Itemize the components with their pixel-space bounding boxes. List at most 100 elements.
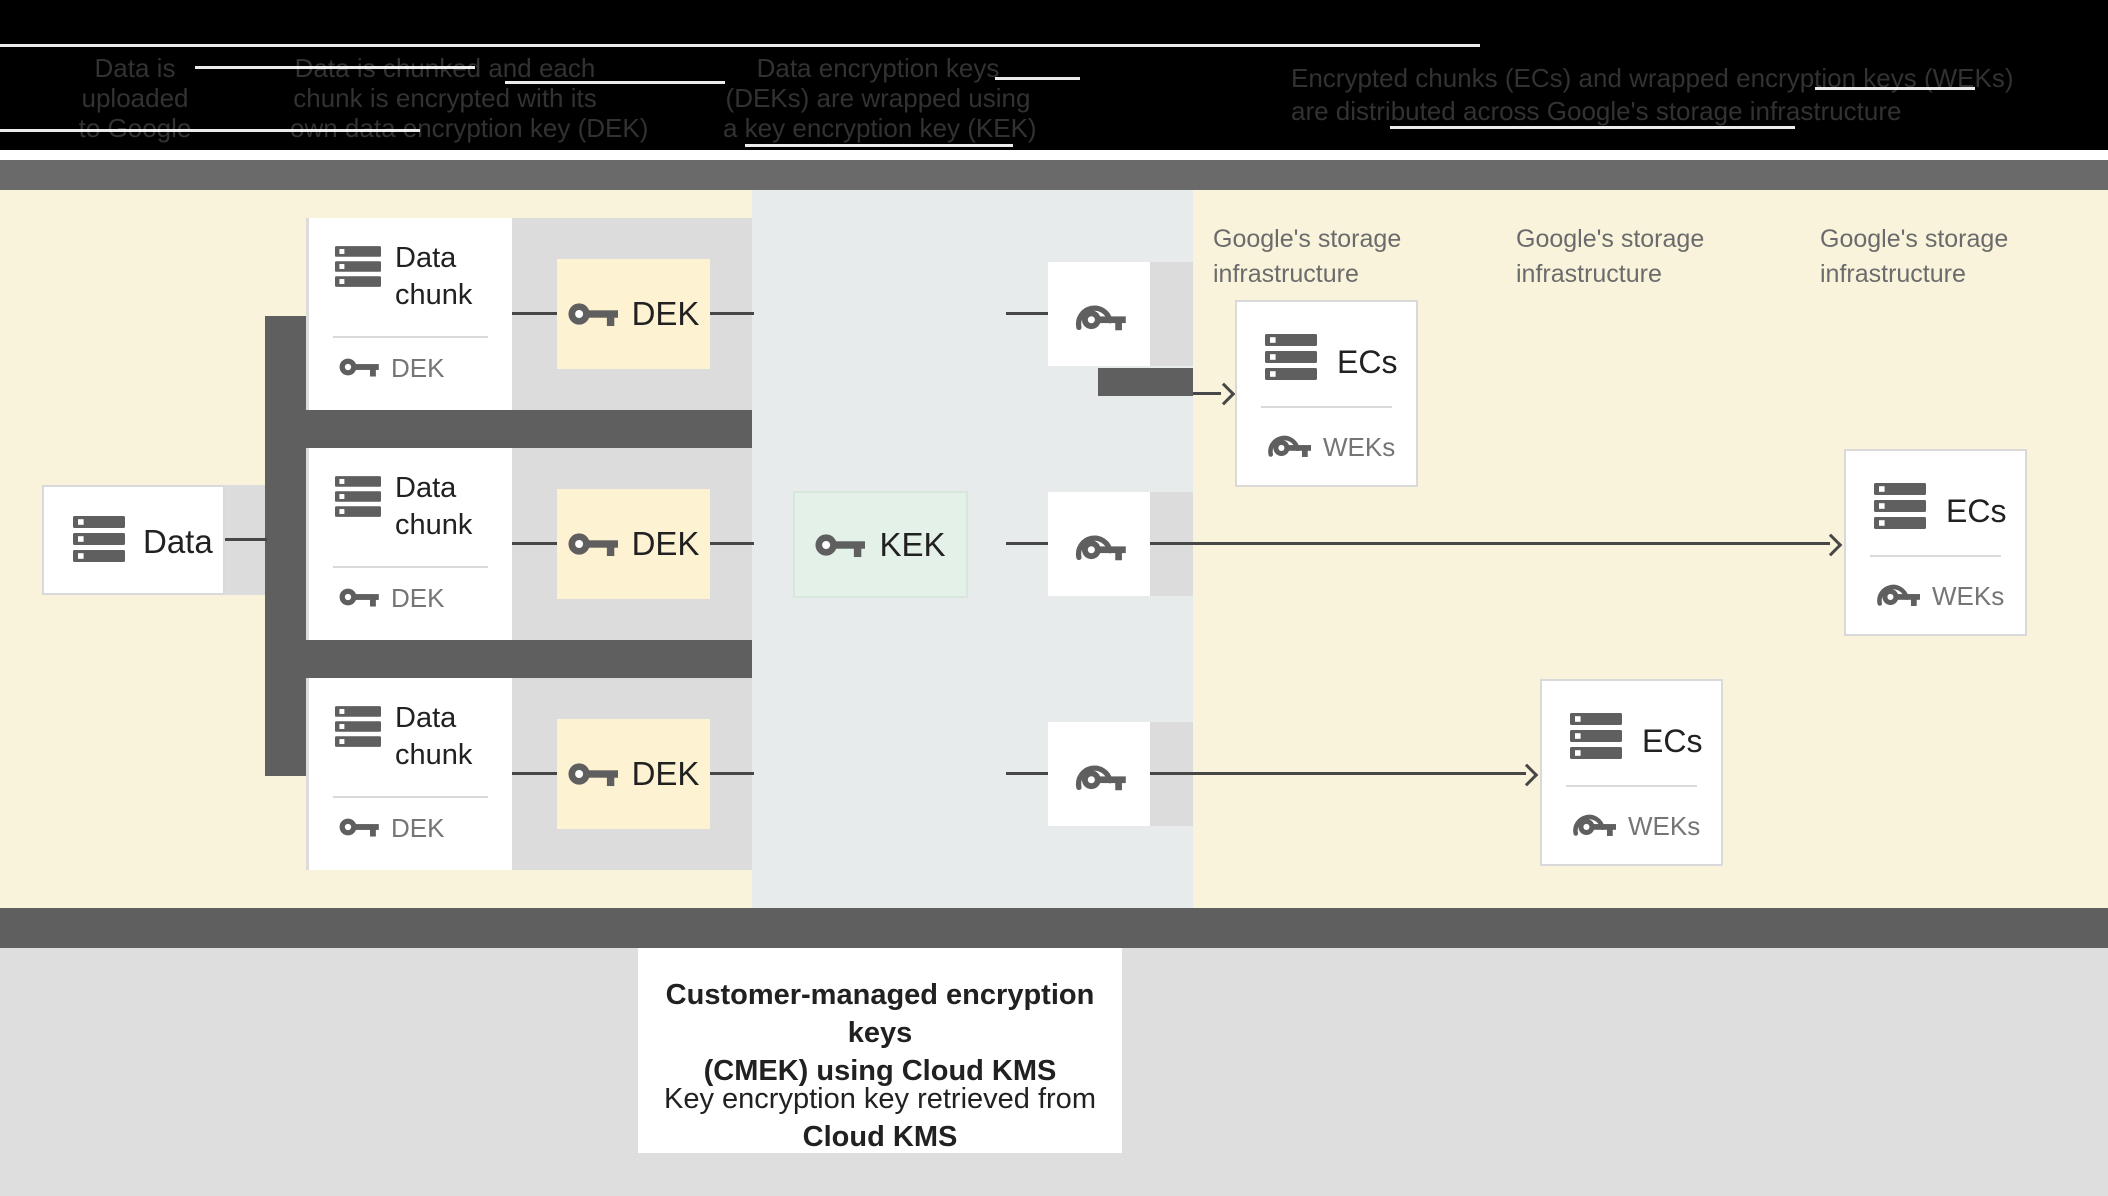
data-chunk-title: Data chunk [395, 242, 473, 311]
wrapped-key-icon [1265, 424, 1311, 462]
dek-label: DEK [631, 525, 700, 562]
wrapped-key-icon [1874, 573, 1920, 611]
dek-box: DEK [557, 489, 710, 599]
header-streak [1815, 87, 1975, 90]
header-step-2-line: chunk is encrypted with its [293, 83, 597, 113]
split-branch-lower [265, 640, 752, 678]
key-icon [815, 531, 866, 559]
header-step-4: Encrypted chunks (ECs) and wrapped encry… [1291, 62, 2014, 128]
header-step-3-line: Data encryption keys [756, 53, 1000, 83]
header-streak [168, 156, 592, 159]
header-step-4-line: Encrypted chunks (ECs) and wrapped encry… [1291, 63, 2014, 93]
ecs-divider [1566, 785, 1697, 787]
storage-icon [1265, 334, 1317, 380]
storage-infrastructure-label: Google's storage infrastructure [1516, 225, 1705, 288]
header-step-3: Data encryption keys (DEKs) are wrapped … [723, 53, 1037, 143]
storage-icon [73, 516, 125, 562]
connector-chunk3-to-dek3 [500, 772, 560, 775]
header-step-2: Data is chunked and each chunk is encryp… [290, 53, 649, 143]
ecs-divider [1870, 555, 2001, 557]
header-step-2-line: own data encryption key (DEK) [290, 113, 649, 143]
connector-dek2-to-kms [710, 542, 754, 545]
header-streak [505, 81, 725, 84]
key-icon [339, 816, 379, 838]
diagram-stage: Google's storage infrastructure Google's… [0, 190, 2108, 908]
data-box: Data [42, 485, 225, 595]
header-streak [0, 129, 420, 132]
wrapped-key-icon [1570, 803, 1616, 841]
arrow-to-ecs2 [1150, 542, 1830, 545]
storage-icon [335, 476, 381, 517]
header-divider-band [0, 160, 2108, 190]
dek-box: DEK [557, 259, 710, 369]
header-step-1-line: Data is [94, 53, 176, 83]
ecs-label: ECs [1337, 344, 1398, 380]
cmek-caption-body: Key encryption key retrieved from Cloud … [638, 1080, 1122, 1156]
ecs-box: ECs WEKs [1844, 449, 2027, 636]
dek-box: DEK [557, 719, 710, 829]
header-streak [995, 77, 1080, 80]
cmek-caption-title: Customer-managed encryption keys (CMEK) … [638, 976, 1122, 1090]
header-streak [745, 144, 1013, 147]
cmek-caption-title-line: Customer-managed encryption keys [665, 979, 1095, 1049]
chunk-divider [333, 336, 488, 338]
kek-box: KEK [793, 491, 968, 598]
storage-icon [1874, 483, 1926, 529]
chunk-dek-label: DEK [391, 353, 445, 383]
header-step-4-line: are distributed across Google's storage … [1291, 96, 1902, 126]
dek-label: DEK [631, 755, 700, 792]
dek-label: DEK [631, 295, 700, 332]
storage-icon [335, 706, 381, 747]
weks-label: WEKs [1932, 581, 2005, 611]
split-trunk [265, 316, 306, 776]
storage-icon [335, 246, 381, 287]
header-streak [1390, 126, 1795, 129]
key-icon [568, 760, 618, 788]
data-chunk-box: Data chunk DEK [309, 218, 512, 410]
connector-kms-to-wrappedkey1 [1006, 312, 1050, 315]
cmek-caption-body-bold: Cloud KMS [802, 1121, 958, 1153]
ecs-box: ECs WEKs [1235, 300, 1418, 487]
ecs-label: ECs [1946, 493, 2007, 529]
footer-divider-bar [0, 908, 2108, 948]
header-step-3-line: (DEKs) are wrapped using [725, 83, 1031, 113]
wrapped-key-icon [1072, 752, 1126, 796]
key-icon [568, 300, 618, 328]
header-streak [0, 44, 1480, 47]
kek-label: KEK [879, 525, 946, 563]
header-step-1-line: uploaded [81, 83, 189, 113]
storage-infrastructure-label: Google's storage infrastructure [1213, 225, 1402, 288]
data-chunk-title: Data chunk [395, 472, 473, 541]
chunk-dek-label: DEK [391, 813, 445, 843]
footer-area: Customer-managed encryption keys (CMEK) … [0, 948, 2108, 1196]
ecs-label: ECs [1642, 723, 1703, 759]
weks-label: WEKs [1628, 811, 1701, 841]
connector-data-to-split [225, 538, 267, 541]
cmek-caption-title-line: (CMEK) using Cloud KMS [703, 1055, 1057, 1087]
ecs-divider [1261, 406, 1392, 408]
data-chunk-box: Data chunk DEK [309, 448, 512, 640]
connector-dek3-to-kms [710, 772, 754, 775]
connector-chunk2-to-dek2 [500, 542, 560, 545]
header-streak [195, 66, 475, 69]
chunk-divider [333, 796, 488, 798]
wrapped-key-icon [1072, 292, 1126, 336]
key-icon [568, 530, 618, 558]
header-step-1-line: to Google [78, 113, 192, 143]
header-step-1: Data is uploaded to Google [55, 53, 215, 143]
chunk-divider [333, 566, 488, 568]
data-chunk-box: Data chunk DEK [309, 678, 512, 870]
data-box-label: Data [143, 523, 213, 560]
cmek-caption-box: Customer-managed encryption keys (CMEK) … [638, 948, 1122, 1153]
split-branch-upper [265, 410, 752, 448]
connector-kms-to-wrappedkey2 [1006, 542, 1050, 545]
header-step-3-line: a key encryption key (KEK) [723, 113, 1037, 143]
weks-label: WEKs [1323, 432, 1396, 462]
wrapped-key-box [1048, 492, 1150, 596]
connector-kms-to-wrappedkey3 [1006, 772, 1050, 775]
storage-icon [1570, 713, 1622, 759]
wrapped-key-box [1048, 722, 1150, 826]
connector-chunk1-to-dek1 [500, 312, 560, 315]
key-icon [339, 356, 379, 378]
